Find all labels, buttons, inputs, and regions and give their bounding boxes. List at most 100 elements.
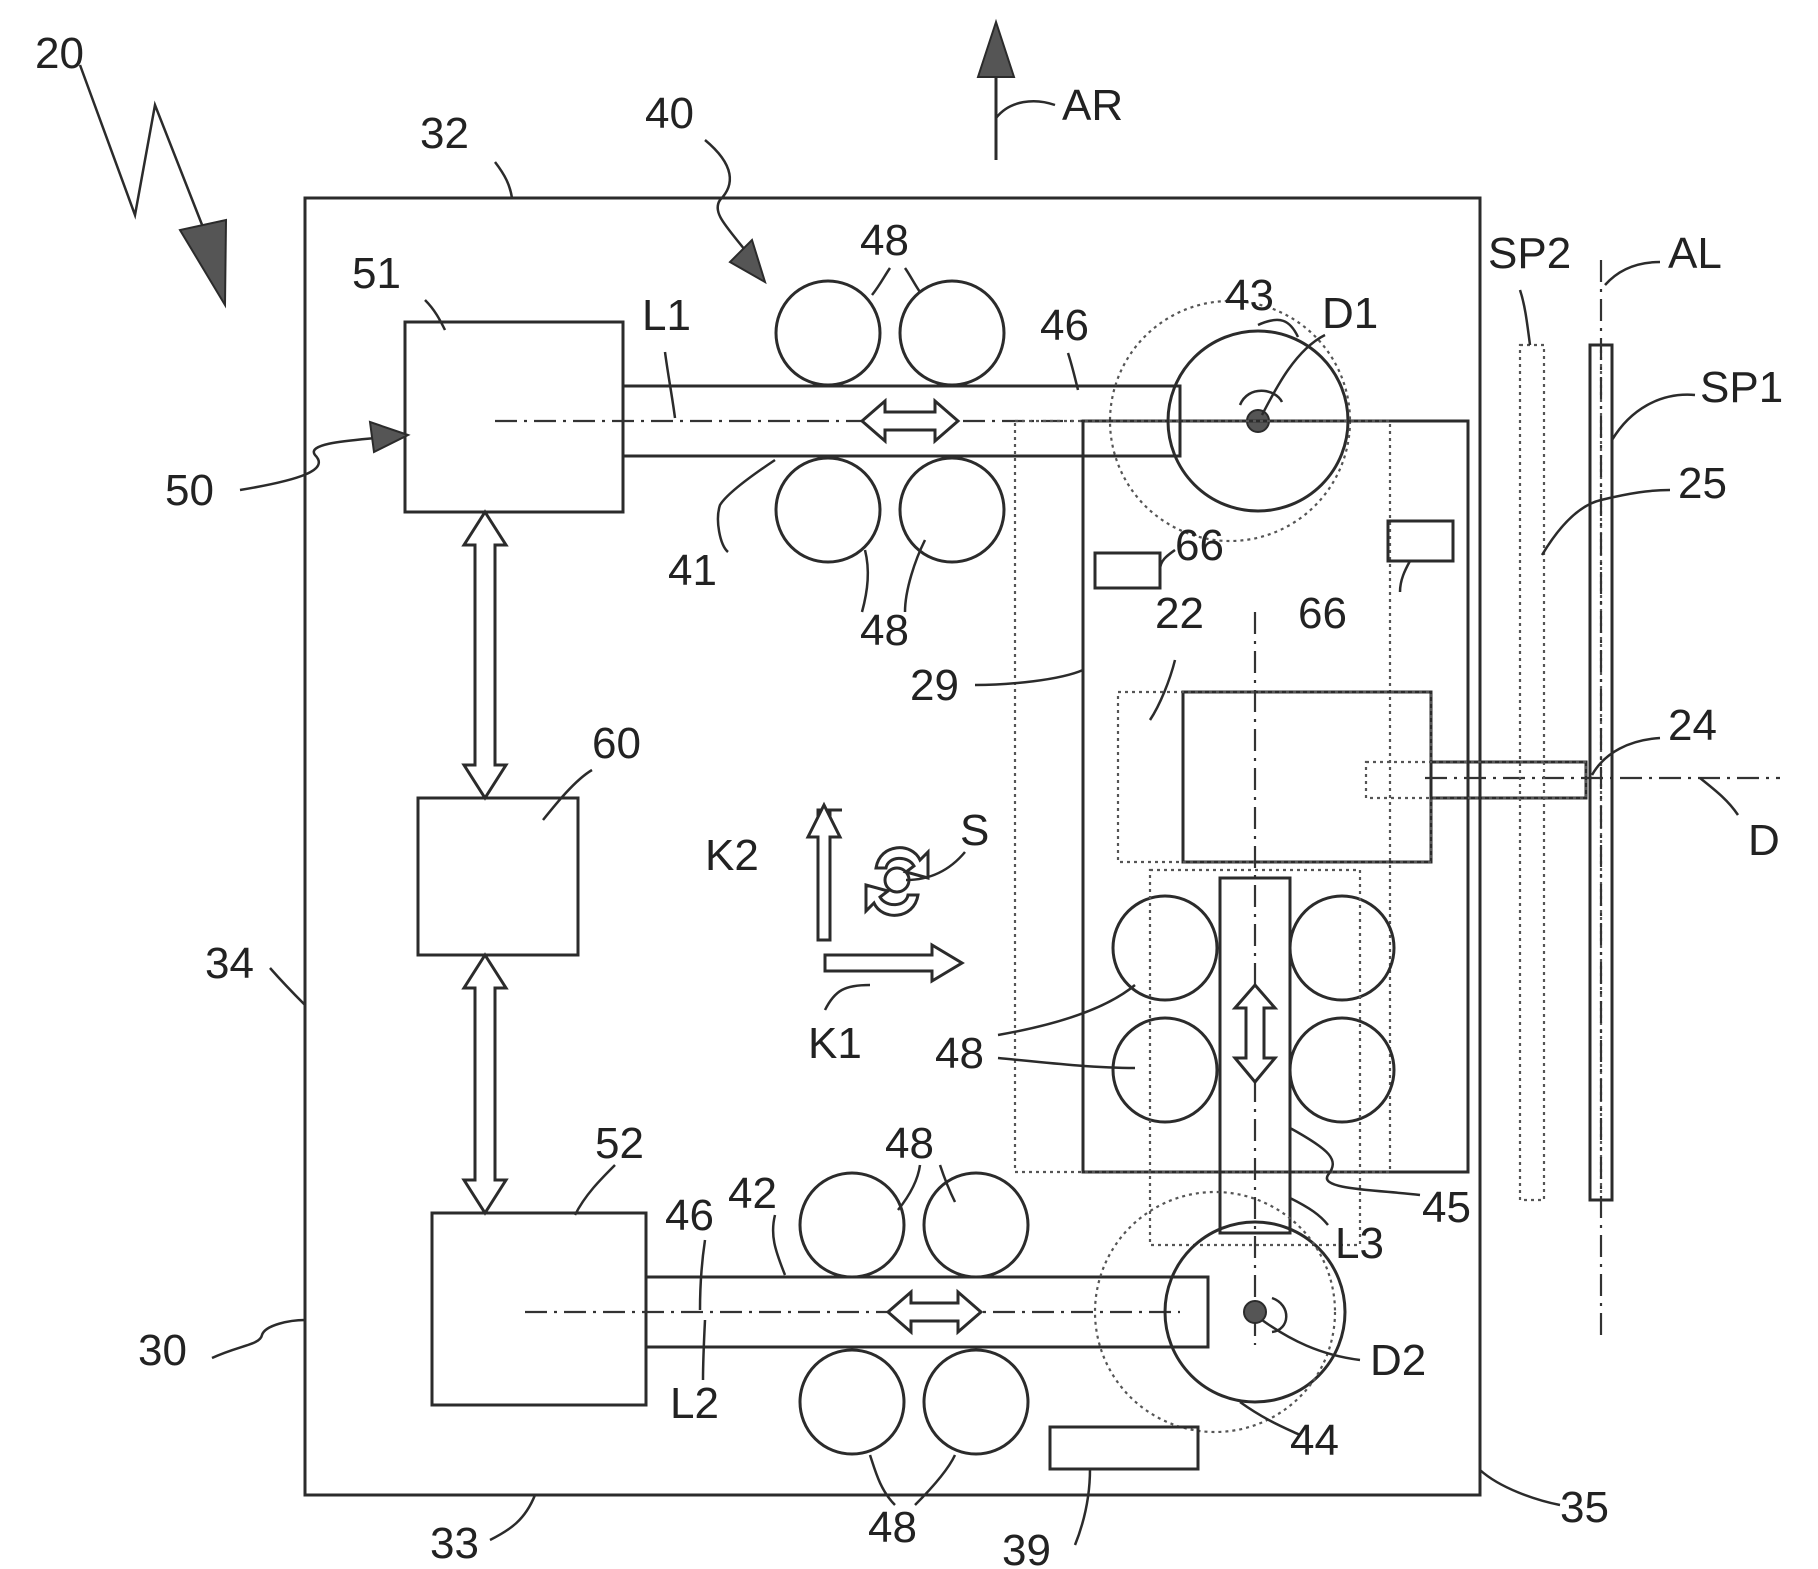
double-arrow-41 <box>859 397 961 445</box>
roller-48-e <box>1111 894 1219 1002</box>
label-52: 52 <box>595 1119 644 1168</box>
roller-48-k <box>798 1348 906 1456</box>
arrow-K1-shape <box>823 942 965 984</box>
label-D2: D2 <box>1370 1336 1426 1385</box>
leader-46-top <box>1066 352 1080 391</box>
roller-48-g <box>1288 894 1396 1002</box>
shaft-24-dotted <box>1364 760 1588 800</box>
label-48-mid: 48 <box>860 606 909 655</box>
leader-K1 <box>823 983 871 1011</box>
leader-40 <box>704 139 746 251</box>
label-66-left: 66 <box>1175 521 1224 570</box>
label-22: 22 <box>1155 589 1204 638</box>
leader-48-left-a <box>997 984 1136 1037</box>
leader-44 <box>1239 1400 1301 1437</box>
leader-48-bottom-a <box>868 1454 896 1506</box>
leader-AL <box>1604 260 1661 286</box>
label-33: 33 <box>430 1519 479 1568</box>
label-24: 24 <box>1668 701 1717 750</box>
leader-60 <box>542 768 593 821</box>
leader-35 <box>1479 1469 1561 1507</box>
double-arrow-60-52 <box>461 952 509 1216</box>
wheel-44 <box>1163 1220 1347 1404</box>
sensor-66-left <box>1093 551 1162 590</box>
arrowhead-40 <box>728 238 767 285</box>
leader-24 <box>1590 736 1661 776</box>
roller-48-f <box>1111 1016 1219 1124</box>
sensor-66-right <box>1386 519 1455 563</box>
leader-34 <box>269 967 306 1006</box>
swivel-S-rot-bottom <box>864 883 920 917</box>
label-48-top: 48 <box>860 216 909 265</box>
rotation-D1 <box>1238 389 1284 406</box>
label-51: 51 <box>352 249 401 298</box>
label-L1: L1 <box>642 291 691 340</box>
leader-48-top-a <box>871 267 892 296</box>
label-35: 35 <box>1560 1483 1609 1532</box>
label-SP1: SP1 <box>1700 363 1783 412</box>
leader-L2 <box>701 1319 707 1381</box>
double-arrow-45 <box>1231 982 1279 1085</box>
leader-43 <box>1257 318 1300 338</box>
leader-L1 <box>663 351 677 419</box>
ar-arrowhead <box>976 18 1016 78</box>
label-48-left: 48 <box>935 1029 984 1078</box>
leader-48-low-a <box>897 1164 922 1211</box>
arrow-K2-shape <box>805 801 843 942</box>
motor-22-dotted <box>1116 690 1433 864</box>
blade-SP2 <box>1518 343 1546 1202</box>
leader-SP2 <box>1518 289 1532 346</box>
label-42: 42 <box>728 1169 777 1218</box>
arrowhead-50 <box>368 420 411 454</box>
label-L2: L2 <box>670 1379 719 1428</box>
label-48-low: 48 <box>885 1119 934 1168</box>
arrowhead-20 <box>178 218 228 309</box>
label-60: 60 <box>592 719 641 768</box>
roller-48-h <box>1288 1016 1396 1124</box>
leader-48-mid-a <box>860 549 870 613</box>
leader-33 <box>489 1494 537 1542</box>
label-44: 44 <box>1290 1416 1339 1465</box>
leader-48-top-b <box>903 267 922 293</box>
leader-22 <box>1148 659 1177 721</box>
roller-48-l <box>922 1348 1030 1456</box>
leader-48-mid-b <box>903 539 927 613</box>
label-30: 30 <box>138 1326 187 1375</box>
leader-51 <box>424 299 447 331</box>
leader-D <box>1699 777 1740 816</box>
block-51 <box>403 320 625 514</box>
double-arrow-42 <box>885 1288 984 1336</box>
label-41: 41 <box>668 546 717 595</box>
leader-48-low-b <box>938 1164 957 1203</box>
component-39 <box>1048 1425 1200 1471</box>
label-AL: AL <box>1668 229 1722 278</box>
leader-48-bottom-b <box>914 1454 957 1506</box>
label-66-right: 66 <box>1298 589 1347 638</box>
wheel-44-dotted <box>1093 1190 1337 1434</box>
label-25: 25 <box>1678 459 1727 508</box>
roller-48-b <box>898 279 1006 387</box>
motor-22 <box>1181 690 1433 864</box>
leader-D2 <box>1261 1318 1361 1362</box>
leader-42 <box>771 1214 787 1276</box>
ar-leader <box>995 100 1056 119</box>
label-20: 20 <box>35 29 84 78</box>
leader-45 <box>1289 1126 1421 1197</box>
leader-50 <box>239 435 386 492</box>
frame-29-dotted <box>1013 419 1392 1174</box>
label-AR: AR <box>1062 81 1123 130</box>
label-K1: K1 <box>808 1019 862 1068</box>
roller-48-j <box>922 1171 1030 1279</box>
roller-48-i <box>798 1171 906 1279</box>
leader-52 <box>573 1164 616 1216</box>
shaft-24 <box>1429 760 1588 800</box>
leader-46-low <box>698 1239 707 1311</box>
label-D: D <box>1748 816 1780 865</box>
label-K2: K2 <box>705 831 759 880</box>
roller-48-c <box>774 456 882 564</box>
double-arrow-51-60 <box>461 509 509 801</box>
leader-L3 <box>1289 1196 1329 1226</box>
rod-45 <box>1218 876 1292 1235</box>
block-60 <box>416 796 580 957</box>
